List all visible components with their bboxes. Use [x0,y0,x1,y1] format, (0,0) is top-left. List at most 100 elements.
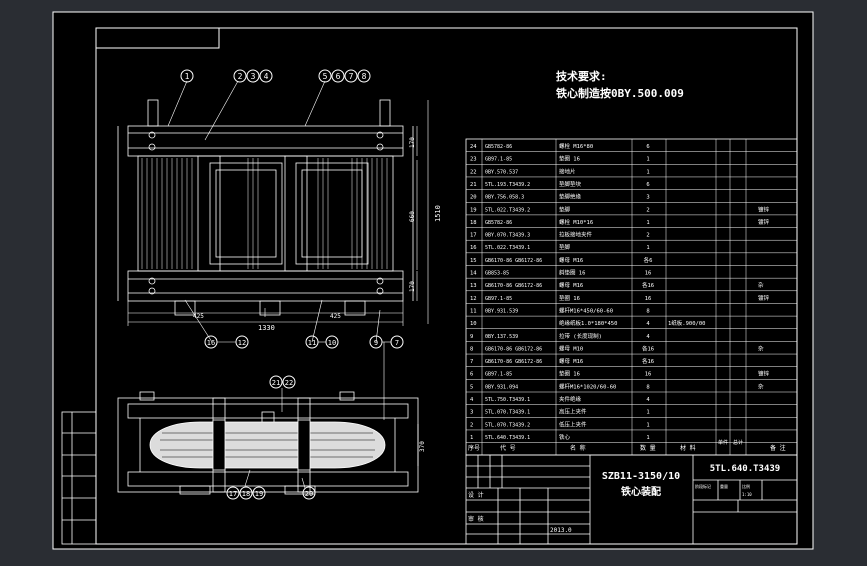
bom-cell-qty: 16 [645,271,652,277]
dim-half-left: 425 [193,313,204,320]
core-cross-section-steps [160,432,375,458]
bom-header-mat: 材 料 [680,444,696,452]
sheet-background [53,12,813,549]
balloon-label: 8 [362,72,367,81]
bom-cell-code: 5TL.750.T3439.1 [485,397,530,403]
balloon [325,335,339,349]
bom-cell-name: 垫圈 16 [559,294,580,302]
balloon-label: 19 [255,490,263,498]
bom-cell-name: 螺栓 M16*80 [559,142,593,150]
bom-cell-code: 5TL.070.T3439.2 [485,422,530,428]
tech-req-heading: 技术要求: [556,69,607,83]
bom-cell-no: 16 [470,245,477,251]
bom-cell-note: 镀锌 [758,370,770,378]
dim-half-right: 425 [330,313,341,320]
balloon-group-top: 1 2 3 4 5 6 7 8 [180,69,371,83]
balloon [269,375,283,389]
bom-cell-name: 夹件绝缘 [559,395,582,403]
balloon [252,486,266,500]
balloon [344,69,358,83]
bom-cell-qty: 各6 [644,256,653,264]
bom-cell-name: 拉板接地夹件 [559,231,593,239]
bom-header-row: 序号 代 号 名 称 数 量 材 料 单件 总计 备 注 [468,439,786,452]
bom-cell-code: 0BY.931.094 [485,384,518,390]
bom-cell-qty: 6 [646,144,649,150]
balloon-group-plan: 21 22 17 18 19 20 [226,375,316,500]
title-model: SZB11-3150/10 [602,471,680,482]
bom-cell-code: GB6170-86 GB6172-86 [485,346,542,352]
bom-header-weight2: 总计 [733,439,743,446]
bom-cell-name: 斜垫圈 16 [559,269,585,277]
bom-row: 24 GB5782-86 螺栓 M16*80 6 [470,142,650,150]
dim-height-overall: 1510 [434,205,442,222]
leader-lines [167,80,385,420]
dim-width-overall: 1330 [258,324,275,332]
bom-cell-code: 5TL.022.T3439.1 [485,245,530,251]
bom-cell-name: 垫圈 16 [559,155,580,163]
bom-cell-note: 镀锌 [758,205,770,213]
bom-cell-qty: 1 [646,169,649,175]
bom-cell-name: 接地片 [559,167,576,175]
title-stage-label: 阶段标记 [695,483,711,489]
bom-cell-no: 7 [470,359,473,365]
bom-cell-name: 绝缘纸板1.0*180*450 [559,319,617,327]
balloon-label: 18 [242,490,250,498]
bom-cell-note: 杂 [758,382,764,390]
bom-cell-no: 22 [470,169,477,175]
balloon [239,486,253,500]
bom-cell-code: GB6170-86 GB6172-86 [485,258,542,264]
bom-cell-no: 12 [470,296,477,302]
dim-height-window: 660 [409,211,416,222]
bom-cell-no: 17 [470,233,477,239]
title-scale: 1:10 [742,492,752,497]
bom-cell-name: 垫脚垫块 [559,180,582,188]
bom-cell-name: 螺母 M10 [559,344,583,352]
corner-tag-box [95,27,220,49]
bom-cell-qty: 4 [646,321,650,327]
balloon [246,69,260,83]
bom-header-code: 代 号 [500,444,516,452]
bom-cell-code: GB5782-86 [485,144,512,150]
bom-cell-qty: 2 [646,233,649,239]
bom-cell-code: GB97.1-85 [485,157,512,163]
bom-cell-qty: 2 [646,207,649,213]
bom-cell-qty: 16 [645,296,652,302]
bom-cell-name: 螺母 M16 [559,281,583,289]
bom-cell-no: 23 [470,157,477,163]
balloon-label: 21 [272,379,280,387]
bom-cell-qty: 4 [646,397,650,403]
title-weight-label: 重量 [720,483,728,489]
balloon-label: 6 [336,72,341,81]
bom-cell-no: 21 [470,182,477,188]
title-name: 铁心装配 [621,485,661,498]
bom-cell-no: 8 [470,346,473,352]
title-block [465,454,798,545]
bom-cell-no: 18 [470,220,477,226]
balloon-label: 10 [328,339,336,347]
bom-cell-qty: 8 [646,308,649,314]
bom-header-qty: 数 量 [640,444,656,452]
bom-cell-no: 24 [470,144,477,150]
title-date: 2013.0 [550,527,572,534]
bom-cell-qty: 1 [646,435,649,441]
dim-height-top-yoke: 170 [409,137,416,148]
bom-cell-name: 高压上夹件 [559,408,587,416]
balloon-label: 11 [308,339,316,347]
bom-cell-no: 2 [470,422,473,428]
